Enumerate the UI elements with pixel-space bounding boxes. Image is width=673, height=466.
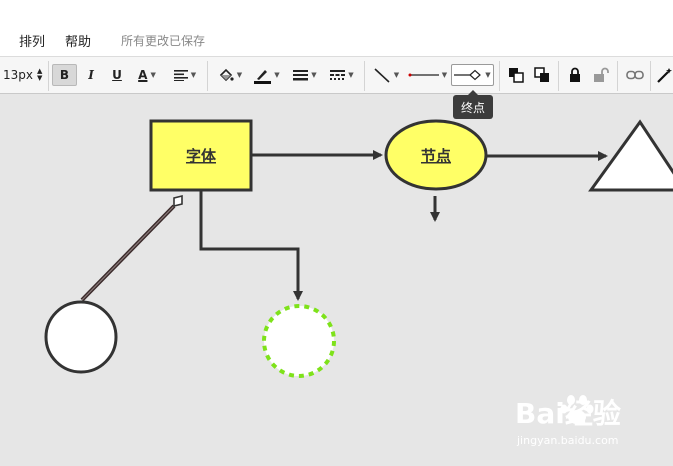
chevron-down-icon: ▼ [150, 71, 156, 79]
font-color-button[interactable]: A▼ [132, 64, 162, 86]
bold-button[interactable]: B [52, 64, 77, 86]
link-button[interactable] [623, 64, 647, 86]
align-left-icon [173, 70, 188, 81]
pen-icon [254, 70, 272, 84]
chevron-down-icon: ▼ [311, 71, 317, 79]
toolbar: 13px ▲▼ B I U A▼ ▼ ▼ ▼ ▼ ▼ ▼ ▼ ▼ [0, 56, 673, 94]
menu-arrange[interactable]: 排列 [19, 35, 46, 50]
menu-help[interactable]: 帮助 [65, 35, 92, 50]
save-status: 所有更改已保存 [121, 34, 206, 48]
separator [650, 61, 651, 91]
diagram-canvas[interactable]: 字体 节点 [0, 94, 673, 466]
chevron-down-icon: ▼ [441, 71, 448, 79]
underline-button[interactable]: U [112, 68, 122, 82]
line-color-button[interactable]: ▼ [250, 64, 283, 86]
connector-rect-to-dashed-circle[interactable] [199, 191, 303, 301]
separator [48, 61, 49, 91]
rectangle-body [149, 119, 253, 192]
selected-connector-highlight [81, 205, 175, 301]
line-style-button[interactable]: ▼ [326, 64, 358, 86]
start-arrow-icon [408, 73, 439, 77]
chevron-down-icon: ▼ [348, 71, 354, 79]
chevron-down-icon: ▼ [190, 71, 197, 79]
chevron-down-icon: ▼ [236, 71, 243, 79]
separator [499, 61, 500, 91]
italic-button[interactable]: I [88, 68, 94, 82]
rectangle-label: 字体 [186, 147, 217, 165]
separator [207, 61, 208, 91]
bring-to-front-icon [509, 68, 524, 83]
stepper-arrows-icon: ▲▼ [37, 67, 43, 82]
chevron-down-icon: ▼ [485, 71, 491, 79]
end-point-button[interactable]: ▼ [451, 64, 494, 86]
ellipse-body [384, 119, 488, 191]
watermark: Bai经验 jingyan.baidu.com [515, 392, 665, 452]
paint-bucket-icon [219, 68, 234, 82]
line-width-button[interactable]: ▼ [289, 64, 321, 86]
magic-wand-icon [657, 68, 672, 83]
chevron-down-icon: ▼ [274, 71, 280, 79]
link-icon [626, 70, 644, 80]
chevron-down-icon: ▼ [393, 71, 400, 79]
lock-button[interactable] [564, 64, 586, 86]
watermark-text: Bai经验 [515, 397, 621, 430]
separator [617, 61, 618, 91]
font-size-stepper[interactable]: 13px ▲▼ [3, 64, 45, 86]
send-to-back-icon [534, 67, 549, 82]
end-point-tooltip: 终点 [453, 90, 493, 119]
menubar: 排列 帮助 所有更改已保存 [0, 0, 673, 56]
font-color-label: A [138, 68, 148, 82]
bring-to-front-button[interactable] [505, 64, 527, 86]
ellipse-label: 节点 [421, 147, 451, 165]
magic-wand-button[interactable] [655, 64, 673, 86]
unlock-button[interactable] [590, 64, 612, 86]
separator [558, 61, 559, 91]
lock-icon [570, 67, 580, 82]
diamond-endpoint-icon [454, 69, 482, 81]
text-align-button[interactable]: ▼ [169, 64, 201, 86]
paw-icon [560, 395, 594, 424]
shape-rectangle[interactable]: 字体 [149, 119, 253, 192]
font-size-value: 13px [3, 68, 33, 82]
straight-connector-icon [374, 68, 390, 83]
start-point-button[interactable]: ▼ [406, 64, 448, 86]
dash-style-icon [330, 70, 346, 80]
shape-dashed-circle[interactable] [262, 304, 336, 378]
separator [364, 61, 365, 91]
line-width-icon [293, 70, 309, 81]
send-to-back-button[interactable] [531, 64, 553, 86]
unlock-icon [594, 67, 609, 82]
shape-triangle[interactable] [588, 119, 673, 192]
shape-circle[interactable] [44, 300, 118, 374]
connector-type-button[interactable]: ▼ [370, 64, 402, 86]
diamond-endpoint-marker[interactable] [173, 194, 183, 208]
fill-color-button[interactable]: ▼ [215, 64, 245, 86]
watermark-url: jingyan.baidu.com [517, 434, 619, 447]
shape-ellipse[interactable]: 节点 [384, 119, 488, 191]
